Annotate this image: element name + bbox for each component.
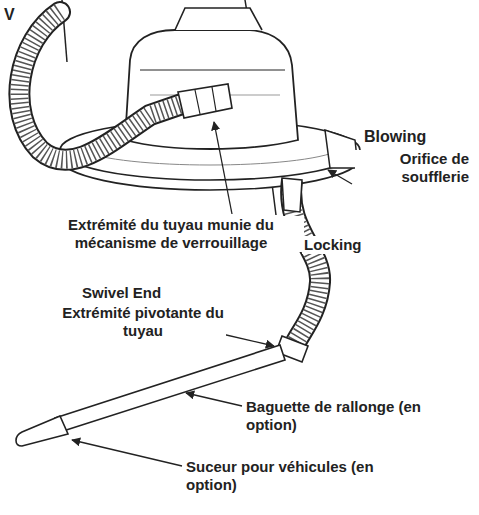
- part-label: Extrémité du tuyau munie du mécanisme de…: [38, 216, 304, 252]
- figure-letter: V: [2, 6, 17, 24]
- part-label: Baguette de rallonge (en option): [244, 398, 428, 434]
- part-label: Extrémité pivotante du tuyau: [60, 304, 226, 340]
- part-label: Orifice de soufflerie: [355, 150, 471, 186]
- part-label: Suceur pour véhicules (en option): [184, 458, 388, 494]
- part-label: Locking: [302, 236, 364, 254]
- part-label: Blowing: [362, 128, 428, 146]
- part-label: Swivel End: [80, 284, 163, 302]
